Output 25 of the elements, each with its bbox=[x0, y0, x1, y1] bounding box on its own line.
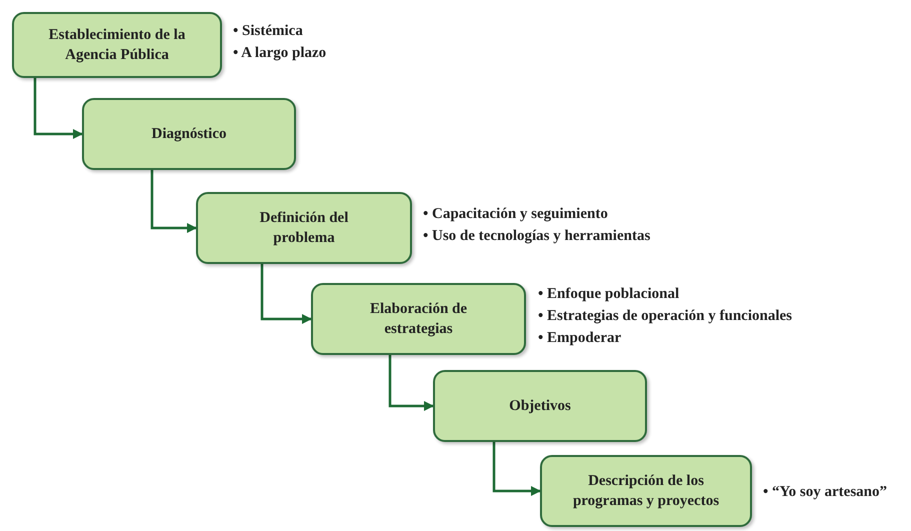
step-title: Definición del problema bbox=[258, 208, 350, 248]
bullet-item: • Uso de tecnologías y herramientas bbox=[423, 227, 650, 246]
bullet-item: • A largo plazo bbox=[233, 44, 326, 63]
elbow-arrow bbox=[34, 78, 83, 139]
bullet-item: • Capacitación y seguimiento bbox=[423, 205, 609, 224]
process-box bbox=[12, 12, 222, 78]
step-title: Establecimiento de la Agencia Pública bbox=[48, 26, 186, 65]
process-box bbox=[433, 370, 647, 442]
process-box bbox=[82, 98, 296, 170]
step-title: Diagnóstico bbox=[150, 124, 228, 144]
bullet-item: • Enfoque poblacional bbox=[538, 285, 680, 304]
elbow-arrow bbox=[492, 442, 541, 496]
step-title: Objetivos bbox=[508, 396, 572, 416]
step-title: Descripción de los programas y proyectos bbox=[572, 472, 720, 511]
bullet-item: • “Yo soy artesano” bbox=[763, 483, 887, 502]
bullet-item: • Empoderar bbox=[538, 329, 622, 348]
step-title: Elaboración de estrategias bbox=[368, 300, 468, 339]
elbow-arrow bbox=[388, 355, 434, 411]
process-box bbox=[540, 455, 752, 527]
process-box bbox=[311, 283, 526, 355]
elbow-arrow bbox=[260, 264, 312, 324]
bullet-item: • Sistémica bbox=[233, 22, 304, 41]
process-box bbox=[196, 192, 412, 264]
bullet-item: • Estrategias de operación y funcionales bbox=[538, 307, 792, 326]
elbow-arrow bbox=[150, 170, 197, 233]
